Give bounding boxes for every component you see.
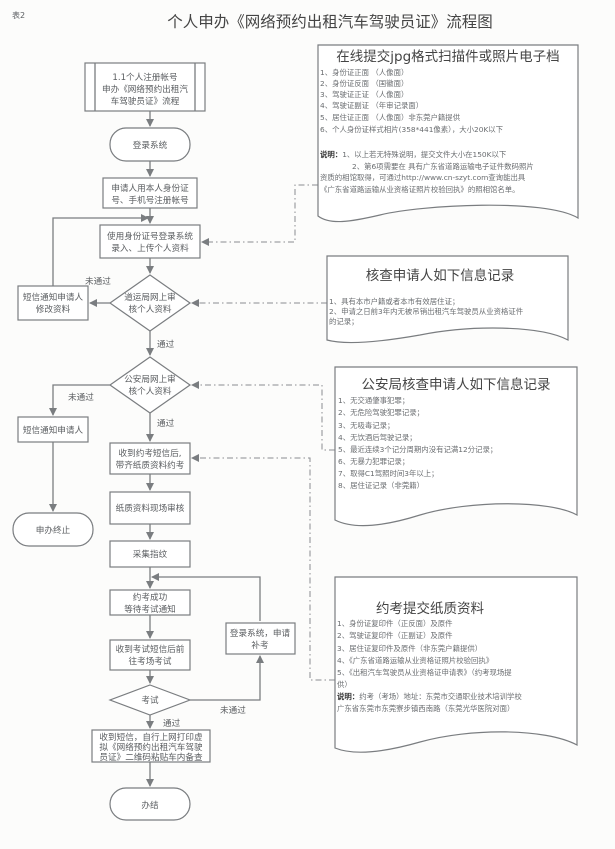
svg-text:说明：约考（考场）地址：东莞市交通职业技术培训学校广东省东莞: 说明：约考（考场）地址：东莞市交通职业技术培训学校广东省东莞市东莞寮步镇西南路（… [337, 692, 522, 713]
table-label: 表2 [12, 10, 25, 20]
booking-success-step: 约考成功等待考试通知 [109, 589, 191, 616]
police-review-decision: 公安局网上审核个人资料 [108, 356, 192, 414]
svg-text:1.1个人注册帐号申办《网络预约出租汽车驾驶员证》流程: 1.1个人注册帐号申办《网络预约出租汽车驾驶员证》流程 [102, 71, 188, 107]
flow-connectors [49, 111, 335, 787]
doc-title: 公安局核查申请人如下信息记录 [362, 376, 551, 393]
svg-text:申办终止: 申办终止 [36, 524, 71, 536]
label-fail-1: 未通过 [85, 275, 111, 287]
svg-text:1、无交通肇事犯罪；2、无危险驾驶犯罪记录；3、无吸毒记录；: 1、无交通肇事犯罪；2、无危险驾驶犯罪记录；3、无吸毒记录；4、无饮酒后驾驶记录… [338, 396, 497, 490]
go-exam-step: 收到考试短信后前往考场考试 [109, 639, 191, 671]
svg-text:收到短信，自行上网打印虚拟《网络预约出租汽车驾驶员证》二维码: 收到短信，自行上网打印虚拟《网络预约出租汽车驾驶员证》二维码粘贴车内备查 [99, 731, 203, 763]
label-pass-2: 通过 [157, 417, 175, 429]
upload-step: 使用身份证号登录系统录入、上传个人资料 [99, 224, 201, 259]
doc-title: 在线提交jpg格式扫描件或照片电子档 [336, 48, 559, 65]
doc-title: 核查申请人如下信息记录 [366, 267, 515, 284]
paper-review-step: 纸质资料现场审核 [109, 491, 191, 525]
notify-modify-step: 短信通知申请人修改资料 [17, 285, 89, 321]
svg-text:考试: 考试 [141, 694, 159, 706]
terminate-terminal: 申办终止 [12, 512, 94, 547]
doc-title: 约考提交纸质资料 [376, 600, 484, 617]
svg-text:公安局网上审核个人资料: 公安局网上审核个人资料 [124, 373, 176, 397]
retake-step: 登录系统，申请补考 [225, 622, 296, 655]
svg-text:道运局网上审核个人资料: 道运局网上审核个人资料 [124, 291, 176, 315]
svg-text:收到考试短信后前往考场考试: 收到考试短信后前往考场考试 [116, 643, 185, 667]
label-pass-3: 通过 [163, 717, 181, 729]
svg-text:登录系统: 登录系统 [133, 139, 168, 151]
svg-text:约考成功等待考试通知: 约考成功等待考试通知 [124, 591, 176, 615]
page-title: 个人申办《网络预约出租汽车驾驶员证》流程图 [167, 13, 493, 31]
doc-transport-check: 核查申请人如下信息记录 1、具有本市户籍或者本市有效居住证；2、申请之日前3年内… [326, 255, 569, 344]
label-fail-2: 未通过 [68, 391, 94, 403]
exam-decision: 考试 [108, 684, 192, 716]
transport-review-decision: 道运局网上审核个人资料 [108, 274, 192, 332]
notify-applicant-step: 短信通知申请人 [17, 416, 89, 443]
doc-online-submission: 在线提交jpg格式扫描件或照片电子档 1、身份证正面 （人像面）2、身份证反面 … [317, 44, 579, 223]
label-fail-3: 未通过 [220, 704, 246, 716]
svg-text:纸质资料现场审核: 纸质资料现场审核 [116, 502, 185, 514]
svg-text:收到约考短信后,带齐纸质资料约考: 收到约考短信后,带齐纸质资料约考 [116, 447, 185, 471]
svg-text:采集指纹: 采集指纹 [133, 548, 168, 560]
svg-text:1、具有本市户籍或者本市有效居住证；2、申请之日前3年内无被: 1、具有本市户籍或者本市有效居住证；2、申请之日前3年内无被吊销出租汽车驾驶员从… [329, 297, 524, 326]
svg-text:1、身份证正面 （人像面）2、身份证反面 （国徽面）3、驾驶: 1、身份证正面 （人像面）2、身份证反面 （国徽面）3、驾驶证正证 （人像面）4… [320, 68, 503, 134]
fingerprint-step: 采集指纹 [109, 540, 191, 568]
doc-police-check: 公安局核查申请人如下信息记录 1、无交通肇事犯罪；2、无危险驾驶犯罪记录；3、无… [334, 366, 578, 527]
svg-text:短信通知申请人修改资料: 短信通知申请人修改资料 [23, 291, 84, 315]
svg-text:使用身份证号登录系统录入、上传个人资料: 使用身份证号登录系统录入、上传个人资料 [107, 230, 193, 254]
register-step: 申请人用本人身份证号、手机号注册帐号 [102, 177, 198, 209]
print-cert-step: 收到短信，自行上网打印虚拟《网络预约出租汽车驾驶员证》二维码粘贴车内备查 [91, 729, 211, 763]
svg-text:登录系统，申请补考: 登录系统，申请补考 [230, 627, 291, 651]
start-process-box: 1.1个人注册帐号申办《网络预约出租汽车驾驶员证》流程 [84, 62, 206, 112]
svg-text:申请人用本人身份证号、手机号注册帐号: 申请人用本人身份证号、手机号注册帐号 [111, 182, 189, 206]
svg-text:办结: 办结 [141, 799, 159, 811]
login-terminal: 登录系统 [109, 127, 191, 162]
label-pass-1: 通过 [157, 338, 175, 350]
book-exam-step: 收到约考短信后,带齐纸质资料约考 [109, 442, 191, 475]
done-terminal: 办结 [109, 787, 191, 821]
svg-text:短信通知申请人: 短信通知申请人 [23, 424, 84, 436]
